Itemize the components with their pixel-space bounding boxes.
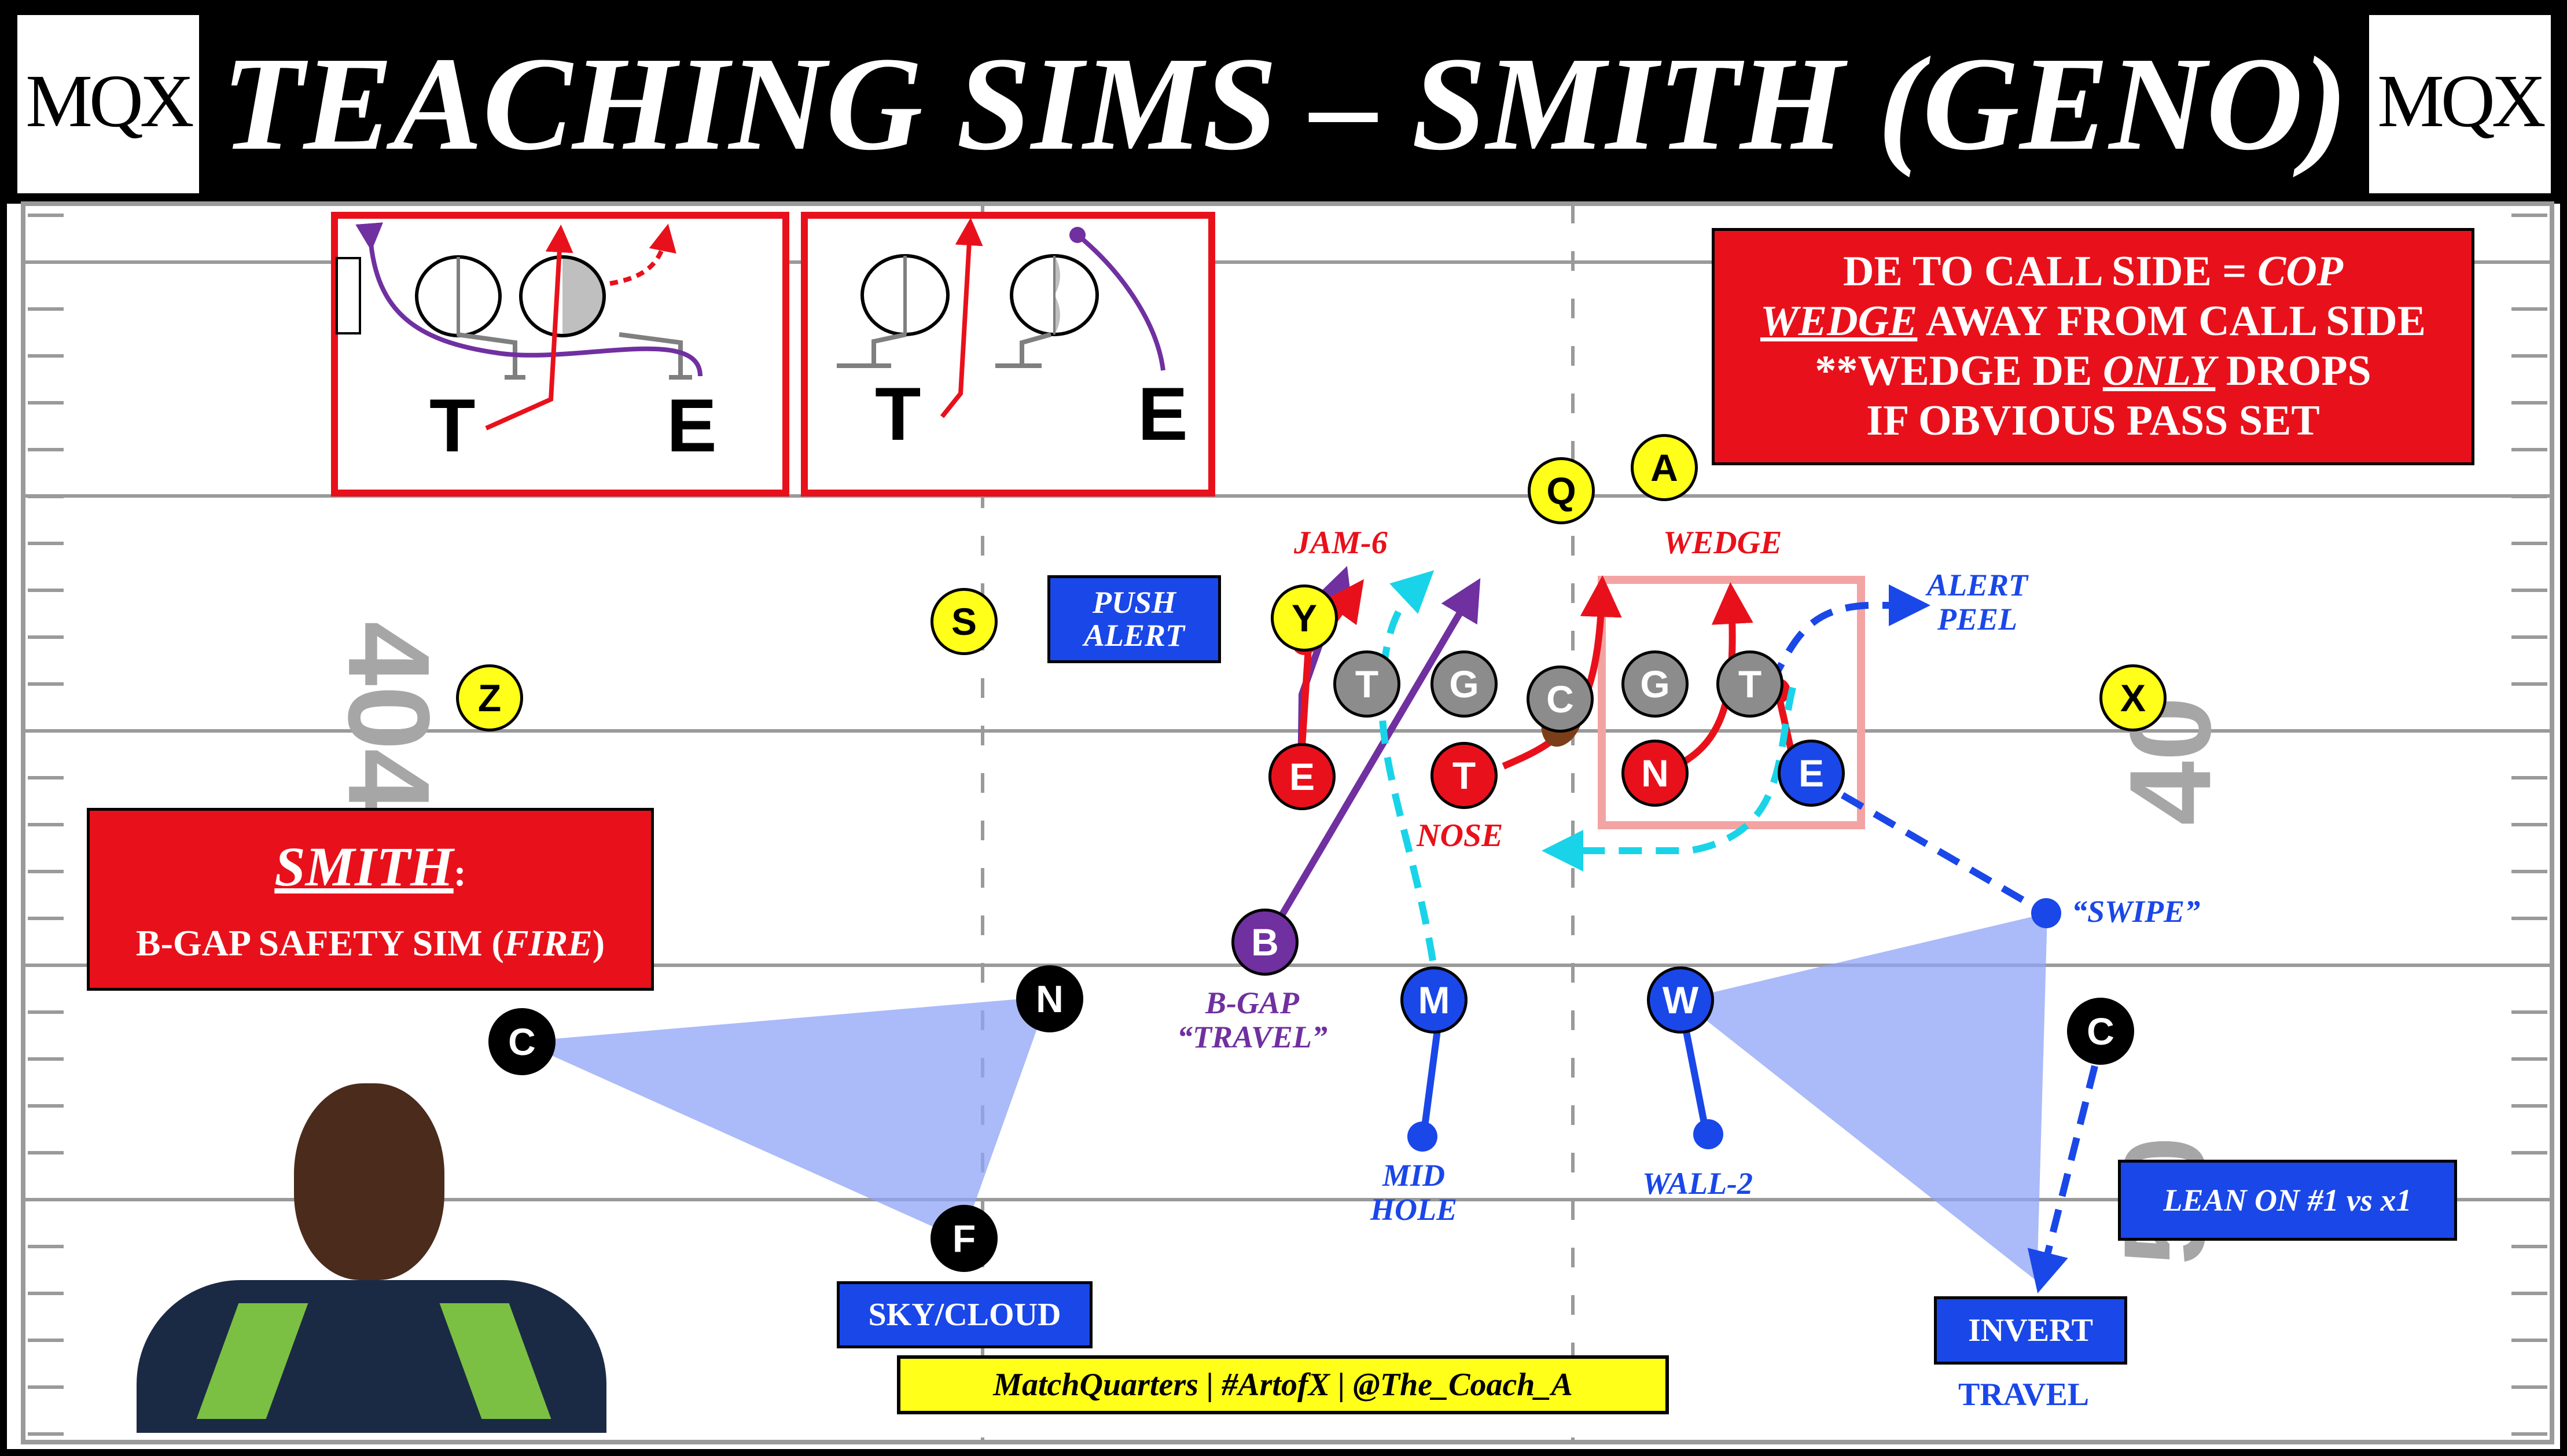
inset-2-label-e: E — [1138, 372, 1188, 456]
rule-line-3: **WEDGE DE ONLY DROPS — [1815, 347, 2371, 395]
yard-number-left-top: 40 — [324, 621, 454, 751]
label-alert-peel: ALERT PEEL — [1927, 568, 2028, 637]
label-nose: NOSE — [1417, 818, 1503, 854]
offense-z: Z — [456, 664, 523, 731]
logo-right-text: MQX — [2377, 60, 2546, 143]
oline-rt: T — [1716, 650, 1783, 718]
field-border — [21, 201, 2554, 1444]
inset-1-label-t: T — [429, 383, 476, 468]
sky-cloud-box: SKY/CLOUD — [837, 1281, 1093, 1348]
oline-c: C — [1527, 666, 1594, 733]
lean-on-box: LEAN ON #1 vs x1 — [2118, 1160, 2457, 1241]
label-jam6: JAM-6 — [1294, 525, 1388, 561]
label-travel: TRAVEL — [1958, 1377, 2090, 1413]
rule-line-2: WEDGE AWAY FROM CALL SIDE — [1760, 297, 2426, 345]
footer-tag: MatchQuarters | #ArtofX | @The_Coach_A — [897, 1355, 1669, 1414]
offense-x: X — [2099, 664, 2167, 731]
defense-n-nickel: N — [1016, 965, 1083, 1032]
rule-line-1: DE TO CALL SIDE = COP — [1843, 248, 2343, 296]
page-title: TEACHING SIMS – SMITH (GENO) — [221, 30, 2348, 178]
label-mid-hole: MID HOLE — [1370, 1158, 1458, 1227]
label-wedge: WEDGE — [1663, 525, 1782, 561]
wedge-box — [1598, 576, 1865, 829]
inset-2-label-t: T — [875, 372, 921, 456]
oline-rg: G — [1621, 650, 1689, 718]
defense-c-right: C — [2067, 998, 2134, 1065]
zone-right — [1680, 913, 2047, 1281]
defense-c-left: C — [488, 1008, 556, 1075]
defense-e-left: E — [1268, 743, 1336, 810]
header-bar — [3, 3, 2564, 204]
offense-s: S — [931, 588, 998, 655]
offense-y: Y — [1271, 584, 1338, 652]
logo-left — [17, 15, 199, 193]
push-alert-box: PUSH ALERT — [1047, 575, 1221, 663]
defense-e-right: E — [1778, 740, 1845, 807]
oline-lt: T — [1333, 650, 1400, 718]
defense-n: N — [1621, 740, 1689, 807]
sim-desc: B-GAP SAFETY SIM (FIRE) — [135, 922, 605, 964]
inset-1-shapes — [336, 222, 703, 431]
inset-2-shapes — [837, 218, 1165, 418]
rule-box: DE TO CALL SIDE = COP WEDGE AWAY FROM CA… — [1712, 228, 2474, 465]
label-wall2: WALL-2 — [1642, 1166, 1753, 1201]
offense-a: A — [1631, 434, 1698, 501]
defense-b: B — [1231, 909, 1299, 976]
sim-name: SMITH: — [274, 835, 466, 898]
zone-left — [521, 997, 1049, 1240]
logo-right — [2369, 15, 2551, 193]
logo-left-text: MQX — [25, 60, 194, 143]
player-photo — [137, 1072, 606, 1433]
defense-f: F — [931, 1205, 998, 1272]
inset-1-label-e: E — [667, 383, 717, 468]
label-bgap-travel: B-GAP “TRAVEL” — [1177, 986, 1328, 1055]
rule-line-4: IF OBVIOUS PASS SET — [1866, 396, 2320, 444]
defense-m: M — [1400, 966, 1468, 1034]
player-head — [294, 1083, 444, 1280]
sideline-ticks — [28, 214, 2547, 1436]
defense-t: T — [1430, 742, 1498, 809]
label-swipe: “SWIPE” — [2072, 894, 2201, 929]
sim-title-box: SMITH: B-GAP SAFETY SIM (FIRE) — [87, 808, 654, 991]
invert-box: INVERT — [1934, 1296, 2127, 1365]
oline-lg: G — [1430, 650, 1498, 718]
defense-w: W — [1647, 966, 1714, 1034]
offense-q: Q — [1528, 457, 1595, 524]
